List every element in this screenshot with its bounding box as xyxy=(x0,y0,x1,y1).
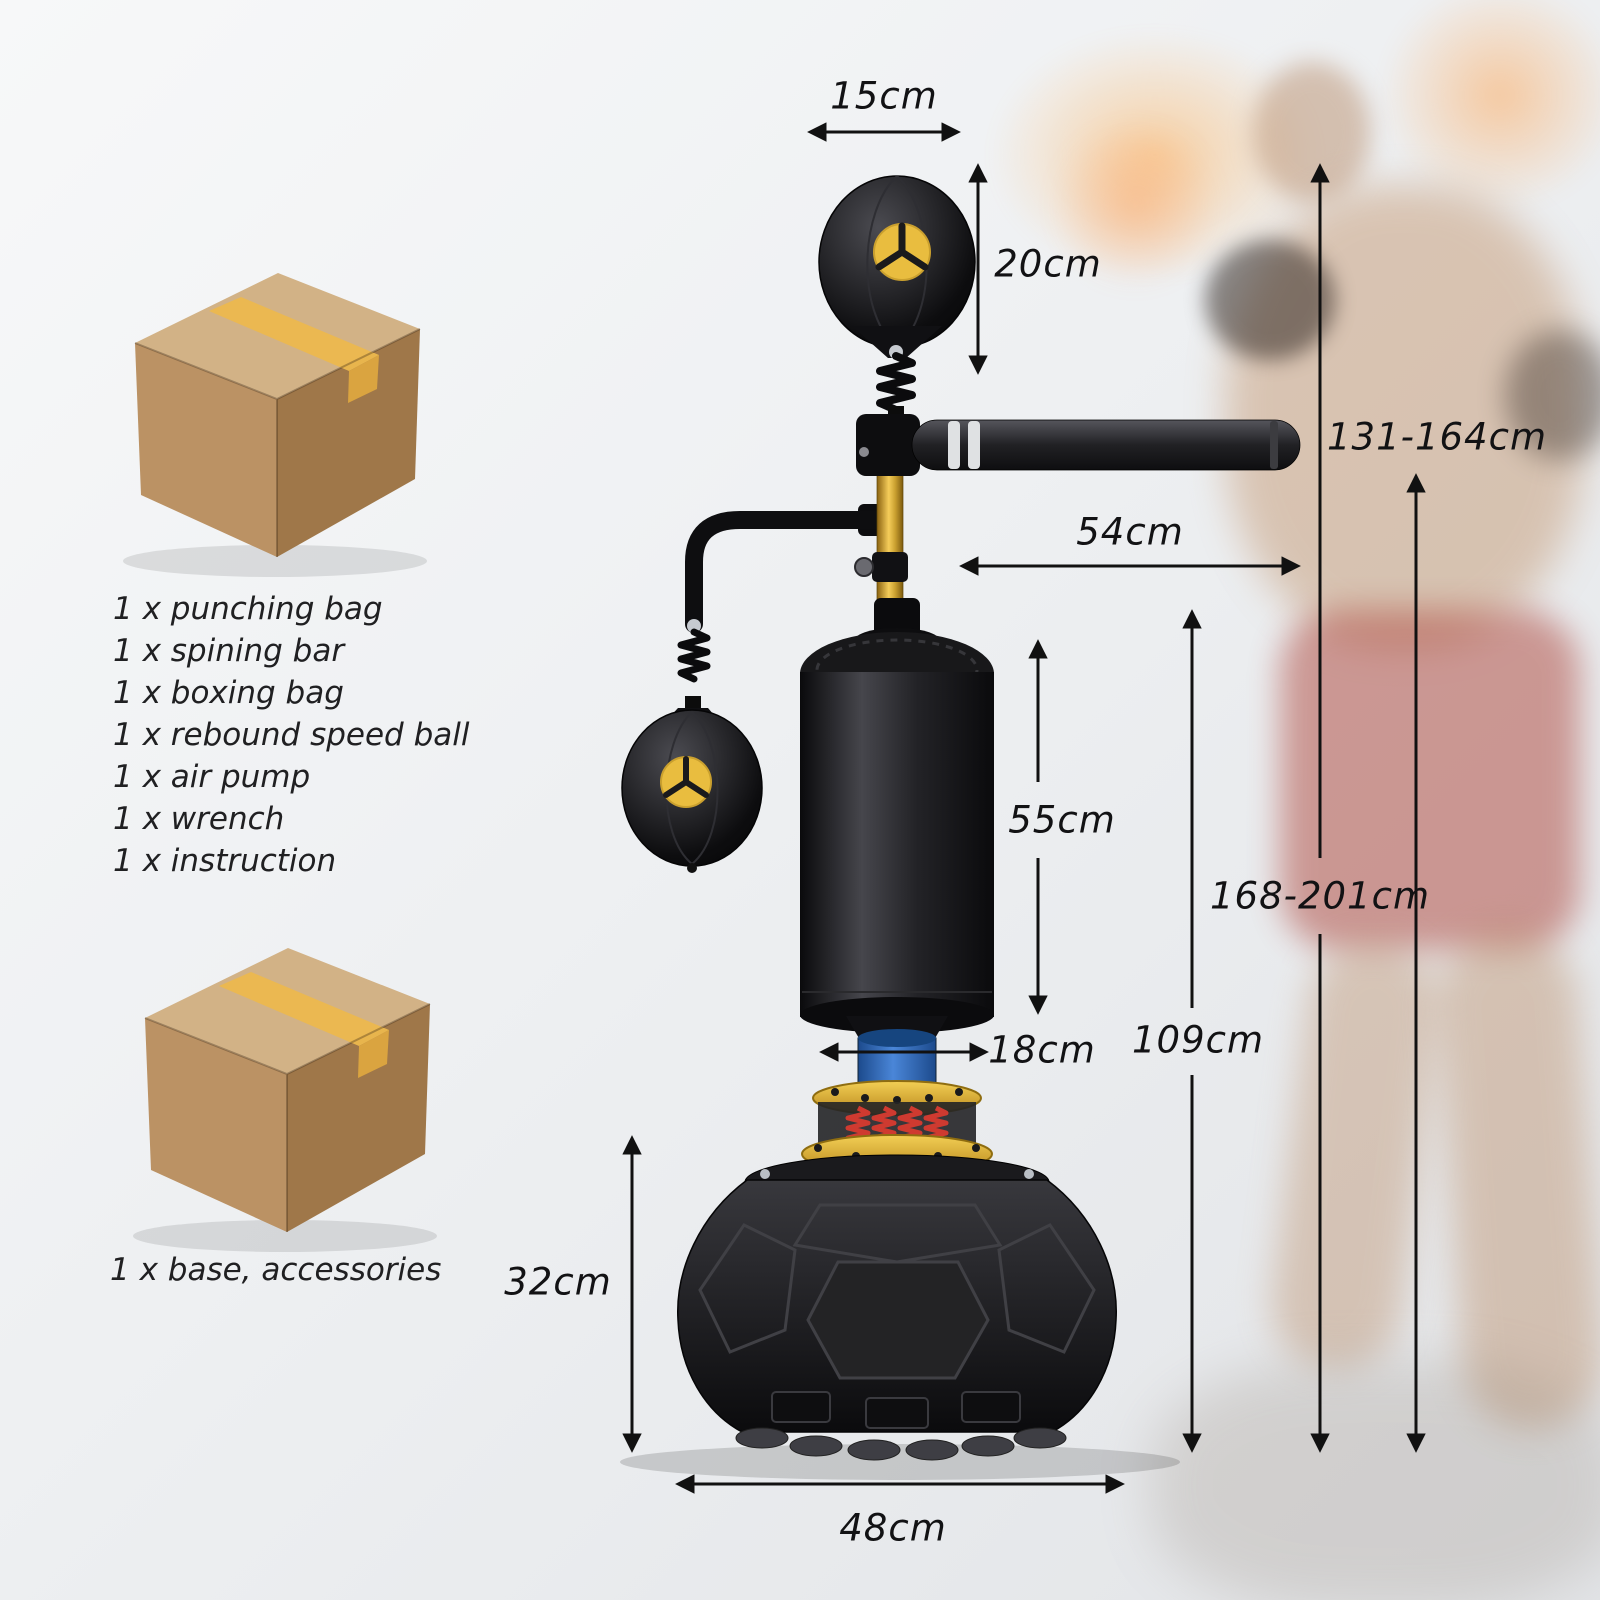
suction-cup xyxy=(735,1427,789,1449)
dim-bag-top-height: 109cm xyxy=(1131,1018,1265,1062)
dim-base-height: 32cm xyxy=(504,1260,612,1304)
dim-base-width: 48cm xyxy=(839,1506,947,1550)
ball-spring xyxy=(876,352,916,414)
package-contents-list: 1 x punching bag 1 x spining bar 1 x box… xyxy=(113,588,469,882)
dim-bar-height-range: 131-164cm xyxy=(1327,415,1547,459)
dim-bag-height: 55cm xyxy=(1008,798,1116,842)
top-speed-ball xyxy=(818,175,976,418)
suction-cup xyxy=(789,1435,843,1457)
shipping-box-1 xyxy=(123,273,427,577)
suction-cup xyxy=(961,1435,1015,1457)
package-item: 1 x air pump xyxy=(113,759,311,795)
dim-connector-width: 18cm xyxy=(988,1028,1096,1072)
package-item: 1 x wrench xyxy=(113,801,285,837)
package-item: 1 x spining bar xyxy=(113,633,345,669)
package-item: 1 x punching bag xyxy=(113,591,383,627)
punching-bag-product xyxy=(620,175,1301,1480)
spinning-bar xyxy=(856,414,1301,476)
package-base-label: 1 x base, accessories xyxy=(110,1252,442,1288)
dim-bar-length: 54cm xyxy=(1076,510,1184,554)
suction-base xyxy=(677,1154,1117,1461)
height-adjust-knob xyxy=(854,557,874,577)
dim-total-height: 168-201cm xyxy=(1210,874,1430,918)
dim-top-ball-width: 15cm xyxy=(830,74,938,118)
arm-spring xyxy=(677,628,711,683)
package-item: 1 x boxing bag xyxy=(113,675,344,711)
shipping-box-2 xyxy=(133,948,437,1252)
suction-cup xyxy=(905,1439,959,1461)
suction-cup xyxy=(847,1439,901,1461)
dimension-arrows xyxy=(622,122,1426,1494)
punching-bag-body xyxy=(800,628,994,1033)
ground-shadow xyxy=(620,1444,1180,1480)
suction-cup xyxy=(1013,1427,1067,1449)
package-item: 1 x instruction xyxy=(113,843,337,879)
dim-top-ball-height: 20cm xyxy=(994,242,1102,286)
spring-absorber-unit xyxy=(801,1016,993,1174)
reflex-speed-ball xyxy=(621,708,763,873)
package-item: 1 x rebound speed ball xyxy=(113,717,470,753)
